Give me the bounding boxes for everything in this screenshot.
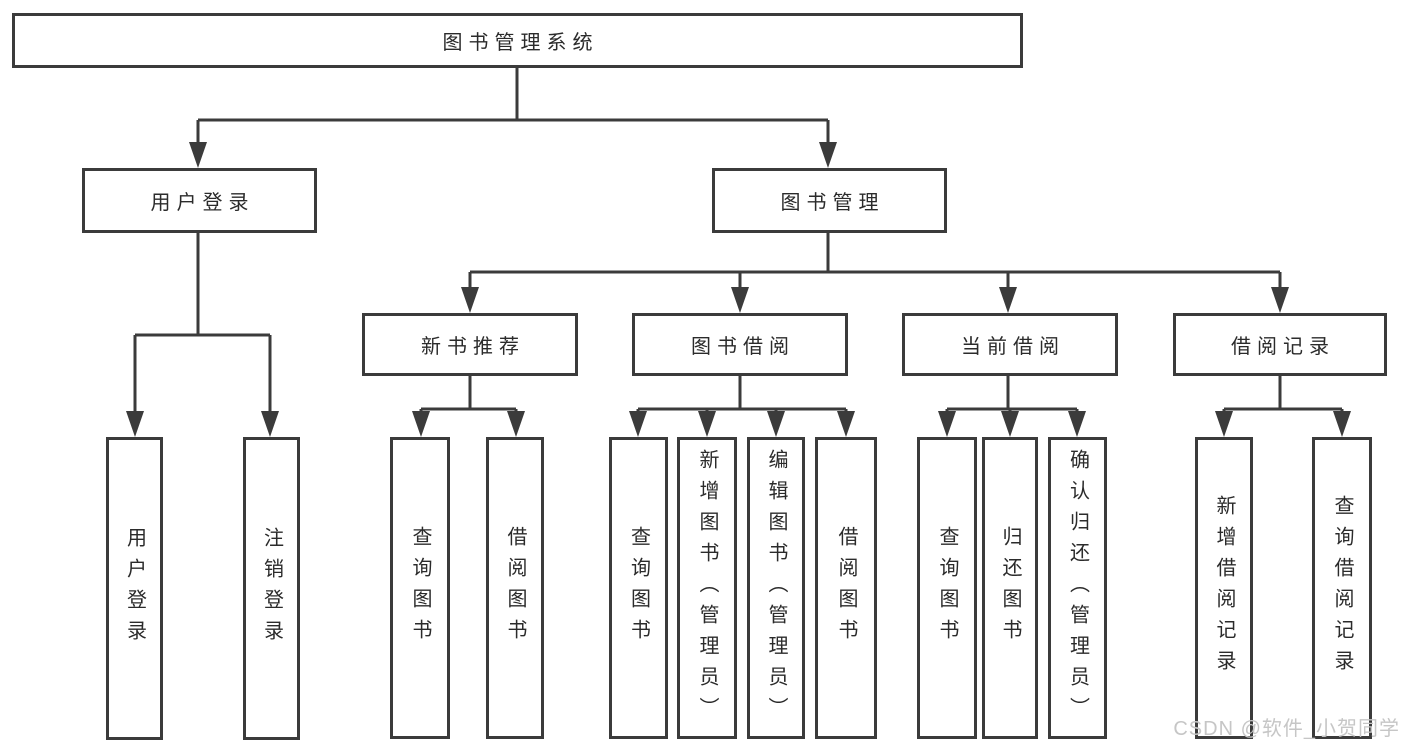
node-label: 查询图书 <box>627 526 650 650</box>
node-return-books: 归还图书 <box>982 437 1038 739</box>
node-current-borrowing: 当前借阅 <box>902 313 1118 376</box>
node-label: 新书推荐 <box>421 336 525 358</box>
node-label: 查询图书 <box>409 526 431 650</box>
node-query-books-borrow: 查询图书 <box>609 437 668 739</box>
node-label: 用户登录 <box>150 192 255 214</box>
node-label: 查询借阅记录 <box>1331 495 1353 681</box>
node-user-login-leaf: 用户登录 <box>106 437 163 740</box>
node-borrow-books-recommend: 借阅图书 <box>486 437 544 739</box>
node-label: 当前借阅 <box>961 336 1065 358</box>
node-book-management: 图书管理 <box>712 168 947 233</box>
node-query-borrow-record: 查询借阅记录 <box>1312 437 1372 739</box>
node-label: 借阅记录 <box>1231 336 1335 358</box>
node-label: 注销登录 <box>260 526 283 651</box>
node-label: 用户登录 <box>123 526 146 651</box>
node-user-login: 用户登录 <box>82 168 317 233</box>
node-query-books-recommend: 查询图书 <box>390 437 450 739</box>
node-label: 确认归还（管理员） <box>1066 448 1089 728</box>
node-label: 借阅图书 <box>504 526 526 650</box>
node-label: 查询图书 <box>936 526 958 650</box>
node-label: 新增图书（管理员） <box>696 448 718 728</box>
node-query-books-current: 查询图书 <box>917 437 977 739</box>
node-add-borrow-record: 新增借阅记录 <box>1195 437 1253 739</box>
node-edit-books-admin: 编辑图书（管理员） <box>747 437 805 739</box>
watermark: CSDN @软件_小贺同学 <box>1173 718 1400 740</box>
node-borrow-books-leaf: 借阅图书 <box>815 437 877 739</box>
node-add-books-admin: 新增图书（管理员） <box>677 437 737 739</box>
node-logout-leaf: 注销登录 <box>243 437 300 740</box>
node-label: 编辑图书（管理员） <box>765 448 787 728</box>
node-confirm-return-admin: 确认归还（管理员） <box>1048 437 1107 739</box>
node-label: 图书管理 <box>780 192 885 214</box>
node-new-book-recommendation: 新书推荐 <box>362 313 578 376</box>
node-book-borrowing: 图书借阅 <box>632 313 848 376</box>
node-label: 归还图书 <box>999 526 1021 650</box>
arrowhead-icons <box>126 142 1351 437</box>
node-label: 新增借阅记录 <box>1213 495 1235 681</box>
node-label: 图书借阅 <box>691 336 795 358</box>
node-library-management-system: 图书管理系统 <box>12 13 1023 68</box>
node-label: 图书管理系统 <box>442 32 599 54</box>
node-label: 借阅图书 <box>835 526 857 650</box>
node-borrowing-records: 借阅记录 <box>1173 313 1387 376</box>
